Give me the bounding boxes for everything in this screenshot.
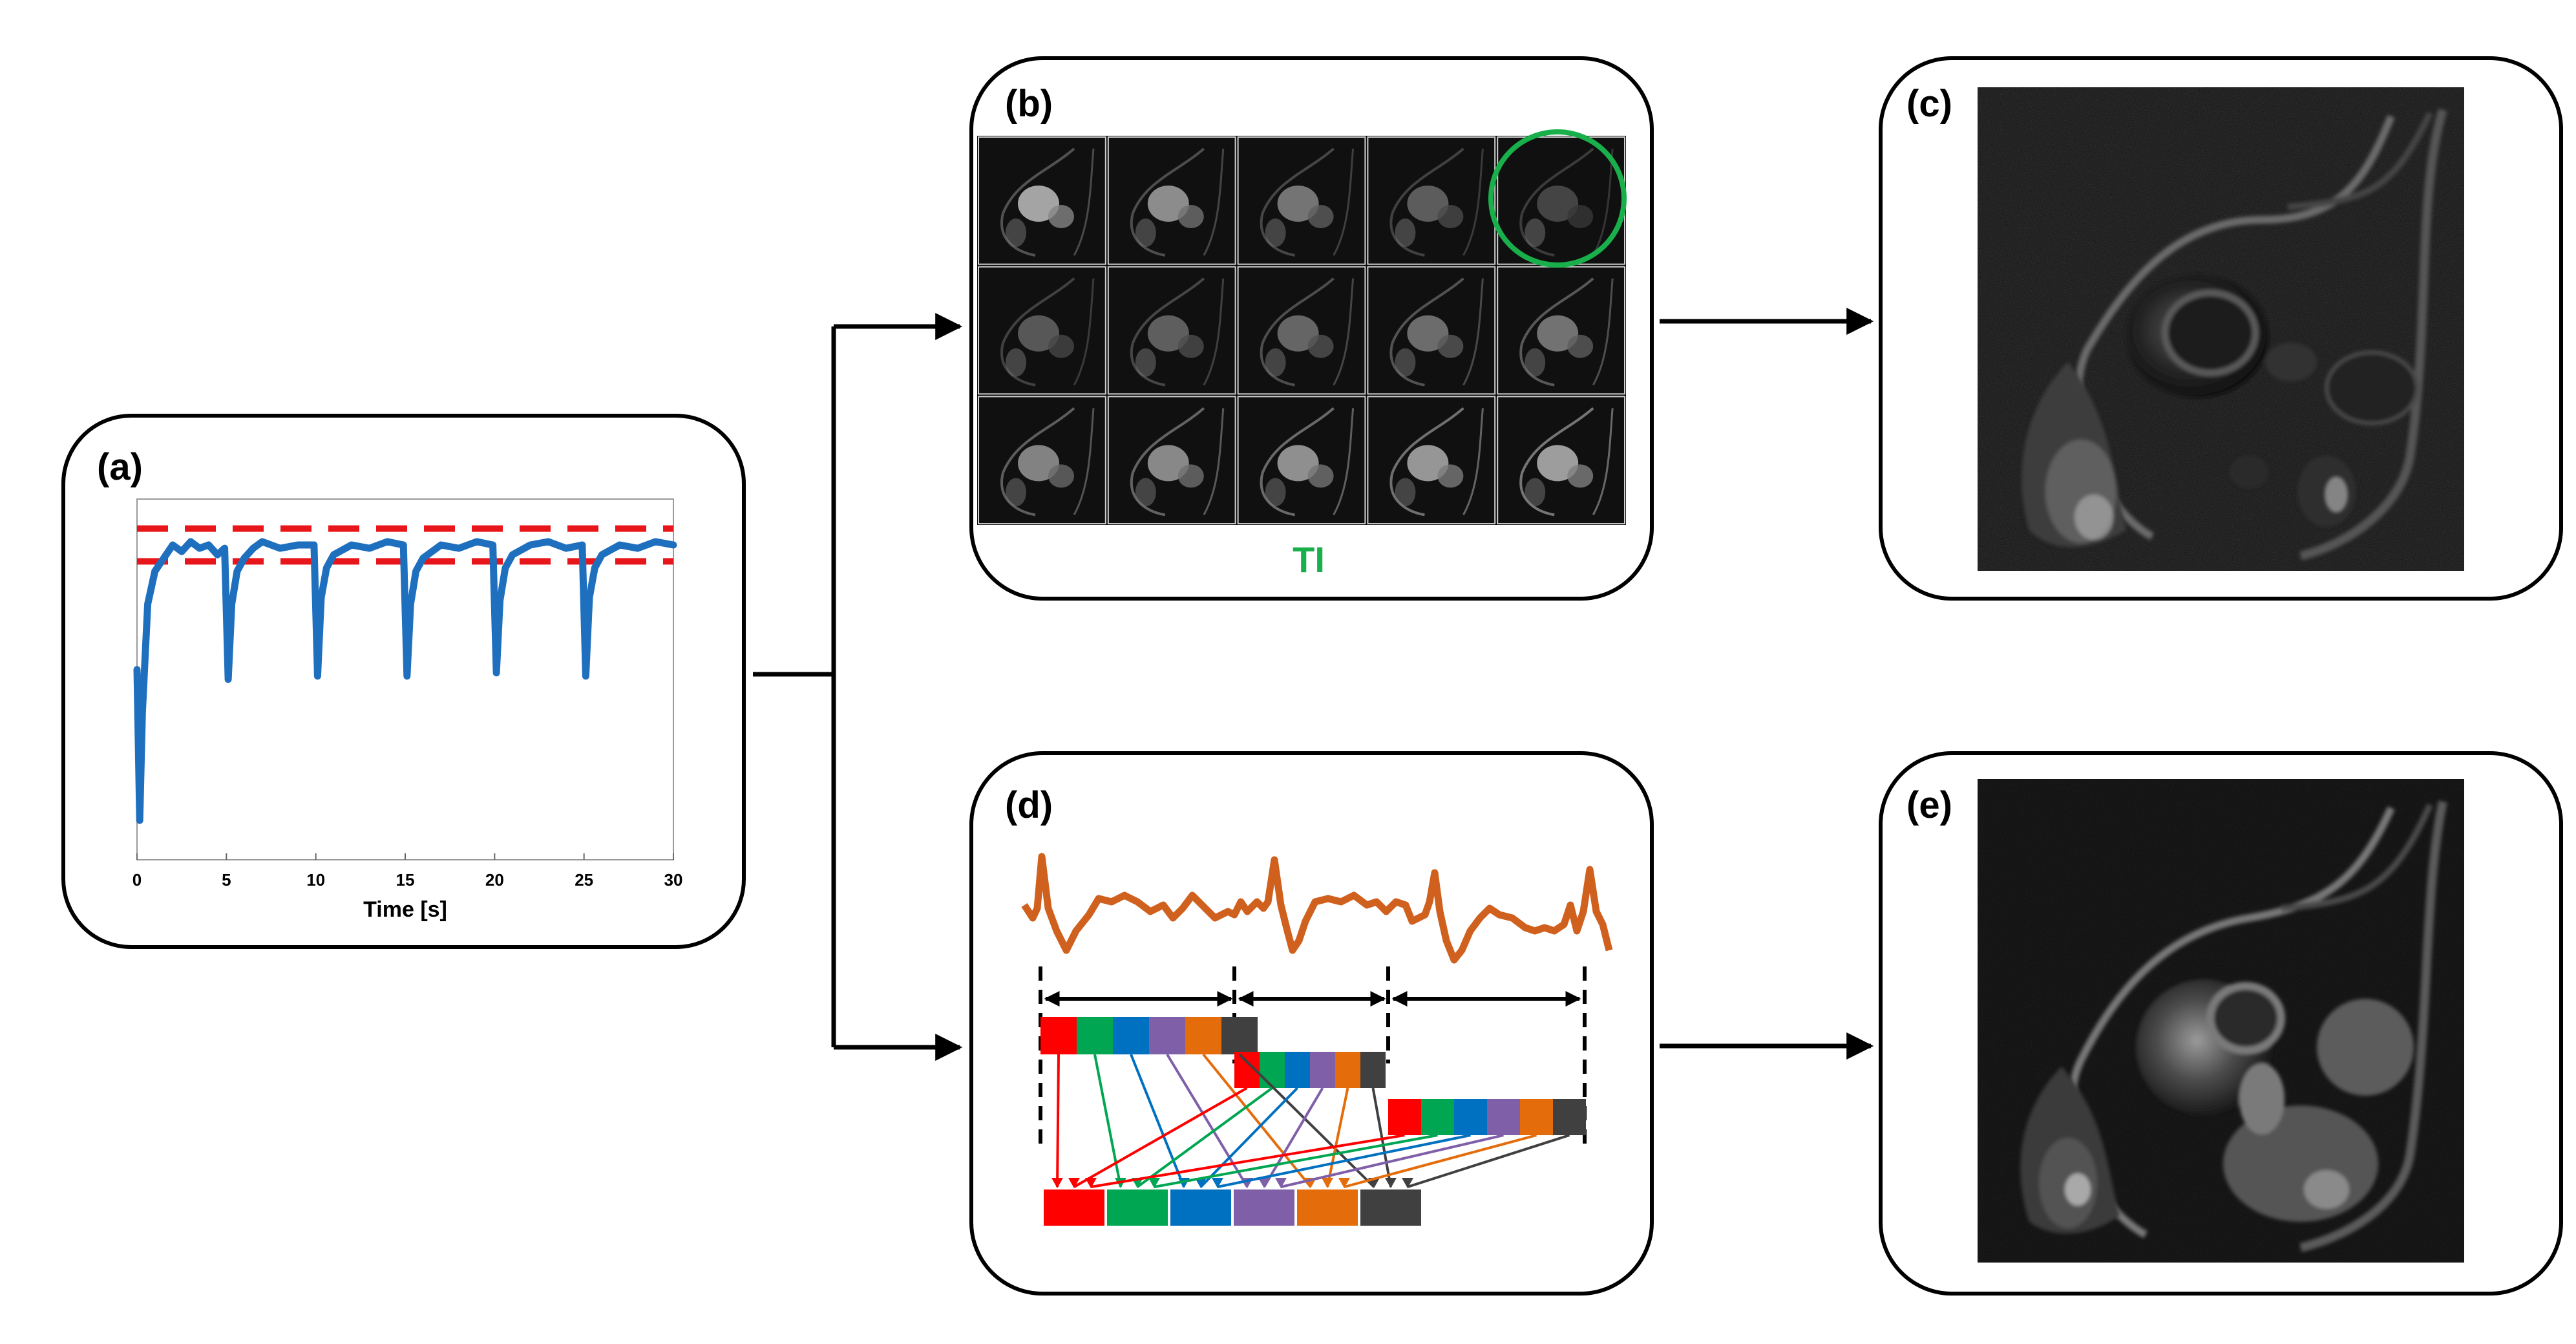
segment-arrow	[1263, 1087, 1324, 1188]
x-tick-label: 25	[575, 870, 593, 890]
x-tick-label: 30	[664, 870, 683, 890]
ti-frame-cell	[1107, 266, 1236, 395]
panel-d-frame	[969, 751, 1654, 1296]
ti-frame-cell	[1237, 136, 1366, 265]
segment-block	[1335, 1052, 1360, 1088]
segment-arrow	[1217, 1134, 1471, 1188]
sorted-segment-bar	[1044, 1189, 1421, 1226]
segment-arrow-head	[1212, 1178, 1223, 1188]
ti-frame-cell	[978, 396, 1106, 525]
panel-c-mr-image	[1978, 87, 2464, 571]
segment-block	[1454, 1099, 1487, 1135]
sorted-segment-block	[1360, 1189, 1421, 1226]
segment-arrow-head	[1385, 1178, 1397, 1188]
segment-arrow	[1130, 1054, 1185, 1188]
segment-rows	[1040, 1017, 1586, 1135]
segment-block	[1310, 1052, 1335, 1088]
segment-arrow-head	[1148, 1178, 1160, 1188]
segment-arrow-head	[1085, 1178, 1097, 1188]
segment-block	[1040, 1017, 1077, 1054]
segment-arrow	[1136, 1087, 1273, 1188]
segment-arrow	[1199, 1087, 1298, 1188]
segment-arrow	[1280, 1134, 1504, 1188]
segment-arrow	[1056, 1054, 1060, 1188]
flow-connectors	[753, 308, 1874, 1061]
x-tick-label: 15	[396, 870, 415, 890]
ti-frame-cell	[1367, 396, 1496, 525]
panel-a-chart: 0 5 10 15 20 25 30 Time [s]	[132, 498, 683, 922]
ti-frame-cell	[1367, 266, 1496, 395]
panel-d-label: (d)	[1005, 784, 1053, 826]
segment-arrow	[1166, 1053, 1249, 1188]
panel-b-label: (b)	[1005, 83, 1053, 125]
ti-frame-cell	[1237, 396, 1366, 525]
panel-a-label: (a)	[97, 446, 143, 488]
segment-arrow-head	[1258, 1178, 1270, 1188]
panel-e-label: (e)	[1906, 784, 1952, 826]
segment-arrow	[1202, 1053, 1312, 1188]
segment-arrow	[1093, 1054, 1122, 1188]
segment-block	[1113, 1017, 1149, 1054]
segment-arrow-head	[1195, 1178, 1207, 1188]
segment-block	[1077, 1017, 1113, 1054]
segment-arrow-head	[1338, 1178, 1350, 1188]
segment-arrow	[1326, 1087, 1349, 1188]
ti-frame-cell	[978, 136, 1106, 265]
sorted-segment-block	[1107, 1189, 1168, 1226]
segment-block	[1553, 1099, 1586, 1135]
segment-rearrangement-arrows	[1051, 1053, 1570, 1188]
segment-block	[1285, 1052, 1310, 1088]
segment-arrow	[1238, 1053, 1375, 1188]
x-axis-ticks: 0 5 10 15 20 25 30	[132, 853, 683, 890]
segment-block	[1487, 1099, 1520, 1135]
segment-arrow	[1407, 1134, 1570, 1188]
segment-block	[1421, 1099, 1454, 1135]
x-axis-title: Time [s]	[363, 897, 447, 922]
segment-block	[1388, 1099, 1421, 1135]
signal-series-line	[133, 538, 677, 824]
selected-ti-circle	[1488, 129, 1627, 268]
segment-block	[1520, 1099, 1553, 1135]
cycle-segment-row	[1040, 1017, 1258, 1054]
segment-arrow-head	[1051, 1178, 1063, 1188]
segment-block	[1185, 1017, 1221, 1054]
segment-arrow-head	[1402, 1178, 1413, 1188]
cycle-segment-row	[1388, 1099, 1586, 1135]
panel-b-image-grid: TI	[977, 129, 1627, 580]
panel-d-diagram	[1021, 853, 1613, 1226]
ti-frame-cell	[1237, 266, 1366, 395]
ti-frame-cell	[1497, 396, 1625, 525]
segment-arrow	[1344, 1134, 1537, 1188]
panel-e-mr-image	[1978, 779, 2464, 1263]
segment-arrow	[1073, 1087, 1248, 1188]
ti-frame-cell	[1107, 396, 1236, 525]
cycle-segment-row	[1234, 1052, 1386, 1088]
segment-arrow	[1154, 1134, 1438, 1188]
sorted-segment-block	[1297, 1189, 1358, 1226]
x-tick-label: 0	[132, 870, 142, 890]
segment-block	[1360, 1052, 1386, 1088]
x-tick-label: 10	[306, 870, 325, 890]
ti-frame-cell	[978, 266, 1106, 395]
ti-label: TI	[1293, 539, 1325, 580]
sorted-segment-block	[1234, 1189, 1294, 1226]
sorted-segment-block	[1044, 1189, 1104, 1226]
segment-block	[1221, 1017, 1258, 1054]
segment-block	[1260, 1052, 1285, 1088]
ti-frame-cell	[1367, 136, 1496, 265]
sorted-segment-block	[1170, 1189, 1231, 1226]
segment-arrow-head	[1275, 1178, 1287, 1188]
segment-arrow-head	[1322, 1178, 1333, 1188]
x-tick-label: 5	[222, 870, 231, 890]
segment-arrow	[1371, 1087, 1392, 1188]
ti-frame-cell	[1497, 266, 1625, 395]
segment-block	[1149, 1017, 1185, 1054]
panel-c-label: (c)	[1906, 83, 1952, 125]
segment-arrow	[1090, 1134, 1405, 1188]
ecg-trace	[1021, 853, 1613, 964]
x-tick-label: 20	[485, 870, 504, 890]
segment-arrow-head	[1068, 1178, 1080, 1188]
ti-frame-cell	[1107, 136, 1236, 265]
